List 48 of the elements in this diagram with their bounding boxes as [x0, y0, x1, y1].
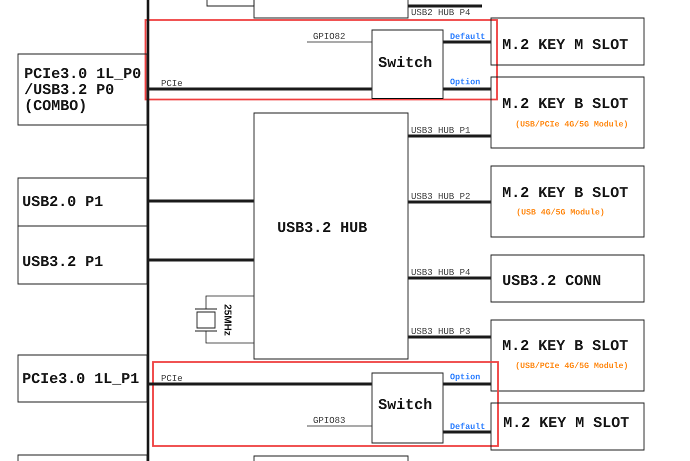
- edge-label: GPIO82: [312, 32, 346, 40]
- module-note: (USB 4G/5G Module): [518, 208, 604, 216]
- port-box: PCIe3.0 1L_P1: [18, 354, 148, 402]
- box: [206, 0, 254, 6]
- signal-line: [443, 382, 491, 386]
- edge-label: Option: [449, 77, 482, 87]
- signal-line: [408, 200, 491, 204]
- signal-line: [206, 330, 254, 344]
- highlight-frame: [144, 19, 498, 100]
- module-note: (USB/PCIe 4G/5G Module): [516, 362, 627, 370]
- frequency-label: 25MHz: [224, 304, 232, 336]
- edge-label: PCIe: [160, 374, 184, 382]
- box: [254, 0, 408, 18]
- edge-label: Default: [449, 422, 486, 430]
- hub-box: USB3.2 HUB: [254, 112, 408, 360]
- port-box: USB3.2 P1: [18, 226, 148, 284]
- module-note: (USB/PCIe 4G/5G Module): [516, 120, 627, 128]
- signal-line: [408, 336, 491, 338]
- signal-line: [408, 134, 491, 138]
- highlight-frame: [152, 361, 499, 447]
- signal-line: [443, 430, 491, 434]
- signal-line: [408, 276, 491, 280]
- signal-line: [408, 4, 482, 8]
- edge-label: GPIO83: [312, 416, 346, 424]
- signal-line: [443, 40, 491, 44]
- box: [254, 456, 408, 461]
- edge-label: Option: [449, 372, 482, 382]
- port-box: PCIe3.0 1L_P0 /USB3.2 P0 (COMBO): [18, 54, 148, 126]
- edge-label: USB3 HUB P1: [410, 126, 472, 134]
- edge-label: PCIe: [160, 79, 184, 87]
- connector-box: USB3.2 CONN: [490, 254, 644, 302]
- signal-line: [147, 88, 372, 90]
- slot-box: M.2 KEY M SLOT: [490, 402, 644, 450]
- switch-box: Switch: [372, 372, 444, 444]
- switch-box: Switch: [372, 30, 444, 99]
- port-box: USB2.0 P1: [18, 178, 148, 226]
- edge-label: USB3 HUB P2: [410, 192, 472, 200]
- signal-line: [147, 382, 372, 386]
- signal-line: [206, 296, 254, 310]
- edge-label: USB3 HUB P4: [410, 268, 472, 276]
- signal-line: [147, 258, 254, 262]
- edge-label: USB2 HUB P4: [410, 8, 472, 16]
- box: [18, 454, 148, 461]
- slot-box: M.2 KEY M SLOT: [490, 18, 644, 66]
- edge-label: USB3 HUB P3: [410, 327, 472, 335]
- signal-line: [147, 200, 254, 202]
- signal-line: [443, 88, 491, 90]
- edge-label: Default: [449, 32, 486, 40]
